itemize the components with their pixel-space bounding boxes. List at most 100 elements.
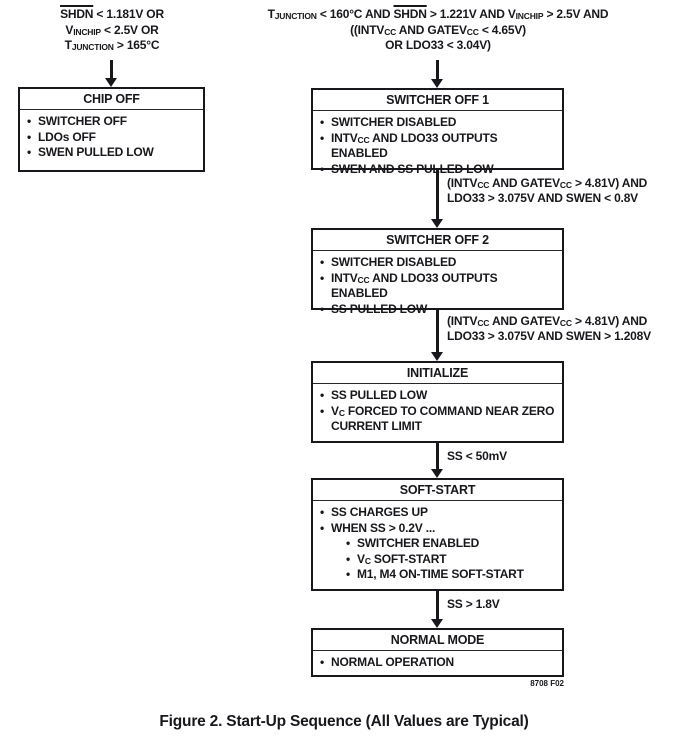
bullet-item-nested: • VC SOFT-START — [346, 552, 556, 568]
flow-arrow — [431, 170, 443, 228]
bullet-dot: • — [346, 567, 351, 581]
transition-label-line: (INTVCC AND GATEVCC > 4.81V) AND — [447, 314, 648, 329]
bullet-item: • NORMAL OPERATION — [320, 655, 556, 671]
flow-arrow — [431, 443, 443, 478]
bullet-item: •SWEN AND SS PULLED LOW — [320, 162, 556, 178]
state-box-switcher-off-1: SWITCHER OFF 1 • SWITCHER DISABLED • INTVC… — [311, 88, 564, 176]
bullet-text: WHEN SS > 0.2V ... — [331, 520, 436, 535]
bullet-text: SWITCHER OFF — [38, 114, 127, 128]
figure-ref-code: 8708 F02 — [530, 679, 564, 688]
bullet-text: SWEN PULLED LOW — [38, 145, 154, 159]
bullet-dot: • — [320, 388, 325, 402]
bullet-dot: • — [346, 536, 351, 550]
state-box-body: • SWITCHER OFF • LDOs OFF • SWEN PULLED LOW — [20, 110, 203, 161]
transition-label: (INTVCC AND GATEVCC > 4.81V) AND LDO33 >… — [447, 176, 647, 205]
state-box-body: • NORMAL OPERATION — [313, 651, 562, 671]
condition-chip-off: SHDN < 1.181V OR VINCHIP < 2.5V OR TJUNC… — [18, 7, 206, 54]
arrow-stem — [109, 60, 113, 78]
state-box-title: NORMAL MODE — [313, 630, 562, 651]
state-box-title: SWITCHER OFF 1 — [313, 90, 562, 111]
arrow-head-icon — [105, 78, 117, 87]
bullet-item-nested: •SWITCHER ENABLED — [346, 536, 556, 552]
bullet-item: • SS CHARGES UP — [320, 505, 556, 521]
state-box-title: INITIALIZE — [313, 363, 562, 384]
flow-arrow — [431, 310, 443, 361]
bullet-text: SWITCHER DISABLED — [331, 255, 457, 269]
bullet-dot: • — [320, 270, 325, 285]
condition-switcher-off-1: TJUNCTION < 160°C AND SHDN > 1.221V AND … — [244, 7, 632, 54]
bullet-dot: • — [320, 403, 325, 418]
bullet-item-nested: • M1, M4 ON-TIME SOFT-START — [346, 567, 556, 583]
bullet-dot: • — [320, 130, 325, 145]
condition-line: VINCHIP < 2.5V OR — [65, 22, 159, 37]
bullet-dot: • — [320, 115, 325, 129]
bullet-item: • LDOs OFF — [27, 130, 197, 146]
bullet-item: • SWEN PULLED LOW — [27, 145, 197, 161]
figure-caption: Figure 2. Start-Up Sequence (All Values … — [159, 713, 529, 730]
condition-line: ((INTVCC AND GATEVCC < 4.65V) — [350, 22, 526, 37]
state-box-title: CHIP OFF — [20, 89, 203, 110]
transition-label-line: (INTVCC AND GATEVCC > 4.81V) AND — [447, 176, 648, 191]
state-box-body: • SWITCHER DISABLED • INTVCC AND LDO33 OUT… — [313, 251, 562, 317]
flow-arrow — [105, 60, 117, 87]
transition-label-line: LDO33 > 3.075V AND SWEN < 0.8V — [447, 190, 638, 205]
arrow-head-icon — [431, 219, 443, 228]
state-box-soft-start: SOFT-START •SS CHARGES UP •WHEN SS > 0.2… — [311, 478, 564, 591]
bullet-item: • WHEN SS > 0.2V ... — [320, 521, 556, 537]
arrow-stem — [435, 591, 439, 619]
bullet-text: VC SOFT-START — [357, 551, 447, 566]
arrow-stem — [435, 170, 439, 219]
arrow-stem — [435, 310, 439, 352]
bullet-dot: • — [27, 129, 32, 144]
bullet-text: SS PULLED LOW — [331, 388, 428, 402]
condition-line: TJUNCTION < 160°C AND SHDN > 1.221V AND … — [267, 7, 609, 22]
bullet-item: • INTVCC AND LDO33 OUTPUTS ENABLED — [320, 131, 556, 162]
state-box-title: SOFT-START — [313, 480, 562, 501]
state-box-initialize: INITIALIZE • SS PULLED LOW • VC FORCED TO … — [311, 361, 564, 443]
bullet-text: NORMAL OPERATION — [331, 655, 455, 669]
bullet-item: • SS PULLED LOW — [320, 388, 556, 404]
arrow-head-icon — [431, 619, 443, 628]
transition-label: (INTVCC AND GATEVCC > 4.81V) AND LDO33 >… — [447, 314, 651, 343]
arrow-head-icon — [431, 352, 443, 361]
bullet-text: M1, M4 ON-TIME SOFT-START — [357, 567, 524, 581]
bullet-text: INTVCC AND LDO33 OUTPUTS ENABLED — [331, 270, 498, 301]
state-box-normal-mode: NORMAL MODE • NORMAL OPERATION — [311, 628, 564, 677]
bullet-dot: • — [320, 301, 325, 316]
bullet-text: LDOs OFF — [38, 129, 96, 144]
bullet-dot: • — [27, 145, 32, 159]
bullet-dot: • — [346, 551, 351, 566]
arrow-head-icon — [431, 79, 443, 88]
bullet-dot: • — [320, 255, 325, 269]
bullet-dot: • — [320, 520, 325, 535]
bullet-item: • SS PULLED LOW — [320, 302, 556, 318]
bullet-dot: • — [320, 505, 325, 519]
bullet-text: INTVCC AND LDO33 OUTPUTS ENABLED — [331, 130, 498, 161]
bullet-text: SS CHARGES UP — [331, 505, 428, 519]
bullet-dot: • — [320, 655, 325, 669]
transition-label-line: SS < 50mV — [447, 449, 507, 463]
transition-label: SS < 50mV — [447, 449, 507, 464]
transition-label: SS > 1.8V — [447, 597, 500, 612]
bullet-item: • SWITCHER DISABLED — [320, 255, 556, 271]
bullet-text: SWITCHER DISABLED — [331, 115, 457, 129]
bullet-item: • SWITCHER OFF — [27, 114, 197, 130]
condition-line: OR LDO33 < 3.04V) — [385, 38, 491, 52]
bullet-text: SS PULLED LOW — [331, 301, 428, 316]
bullet-text: VC FORCED TO COMMAND NEAR ZERO CURRENT L… — [331, 403, 555, 434]
bullet-item: • INTVCC AND LDO33 OUTPUTS ENABLED — [320, 271, 556, 302]
state-box-body: • SWITCHER DISABLED • INTVCC AND LDO33 OUT… — [313, 111, 562, 177]
bullet-dot: • — [27, 114, 32, 128]
bullet-text: SWEN AND SS PULLED LOW — [331, 161, 494, 176]
transition-label-line: SS > 1.8V — [447, 597, 500, 611]
bullet-item: • SWITCHER DISABLED — [320, 115, 556, 131]
state-box-body: •SS CHARGES UP •WHEN SS > 0.2V ... •SWIT… — [313, 501, 562, 583]
flow-arrow — [431, 591, 443, 628]
bullet-item: • VC FORCED TO COMMAND NEAR ZERO CURRENT … — [320, 404, 556, 435]
state-box-body: • SS PULLED LOW • VC FORCED TO COMMAND NEA… — [313, 384, 562, 435]
state-box-switcher-off-2: SWITCHER OFF 2 • SWITCHER DISABLED • INTVC… — [311, 228, 564, 316]
state-box-title: SWITCHER OFF 2 — [313, 230, 562, 251]
arrow-stem — [435, 60, 439, 79]
flow-arrow — [431, 60, 443, 88]
